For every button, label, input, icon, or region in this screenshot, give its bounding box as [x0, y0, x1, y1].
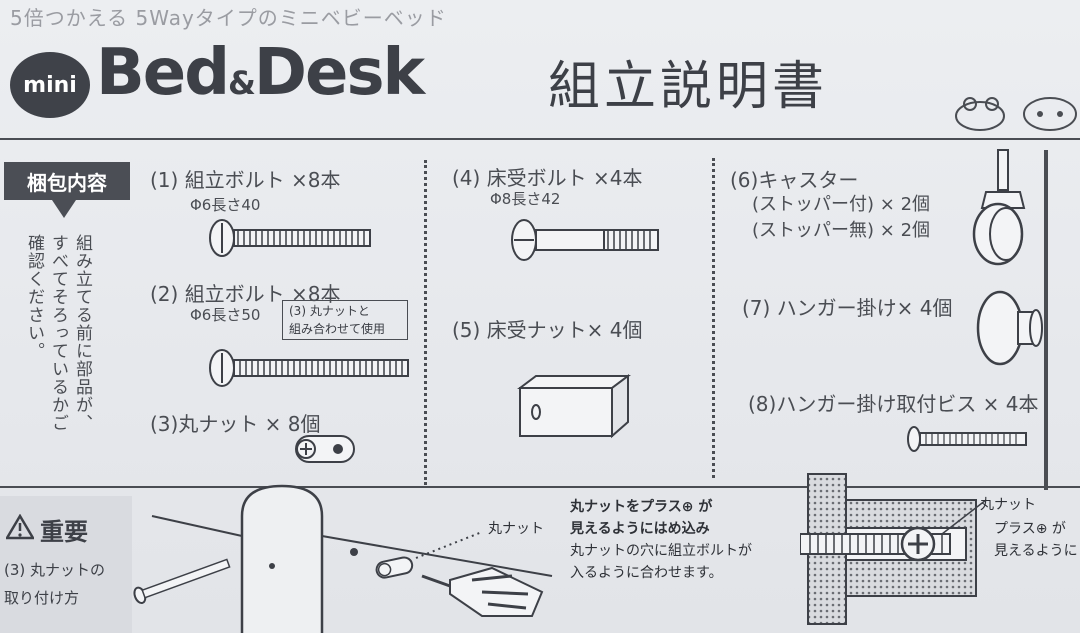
badge-tail — [52, 200, 76, 218]
logo-bed: Bed — [96, 36, 230, 110]
instr-line2: 見えるようにはめ込み — [570, 521, 710, 537]
assembly-illustration — [133, 484, 553, 633]
item-2-label: (2) 組立ボルト ×8本 — [150, 282, 341, 306]
item-1-label: (1) 組立ボルト ×8本 — [150, 168, 341, 192]
hanger-screw-icon — [907, 426, 1027, 452]
bolt-40-icon — [209, 219, 371, 257]
callout-nut: 丸ナット — [980, 497, 1036, 513]
header-rule — [0, 138, 1080, 140]
instr-line3: 丸ナットの穴に組立ボルトが — [570, 543, 752, 559]
item-6-sub1: (ストッパー付) × 2個 — [752, 194, 931, 215]
caster-icon — [972, 149, 1026, 266]
item-3-label: (3)丸ナット × 8個 — [150, 412, 321, 436]
page-title: 組立説明書 — [548, 57, 829, 117]
column-separator — [712, 158, 715, 478]
item-8-label: (8)ハンガー掛け取付ビス × 4本 — [748, 392, 1039, 416]
important-title: 重要 — [40, 518, 88, 546]
item-2-spec: Φ6長さ50 — [190, 306, 261, 324]
round-nut-icon — [295, 435, 355, 463]
callout-plus: プラス⊕ が — [994, 521, 1066, 537]
logo-bed-desk: Bed&Desk — [96, 36, 425, 110]
important-instructions: 丸ナットをプラス⊕ が 見えるようにはめ込み 丸ナットの穴に組立ボルトが 入るよ… — [570, 496, 752, 584]
item-1-spec: Φ6長さ40 — [190, 196, 261, 214]
callout-line — [941, 499, 987, 535]
item-6-sub2: (ストッパー無) × 2個 — [752, 220, 931, 241]
item-2-note-line1: (3) 丸ナットと — [289, 304, 370, 318]
item-2-note: (3) 丸ナットと組み合わせて使用 — [282, 300, 408, 340]
contents-note: 組み立てる前に部品が、すべてそろっているかご確認ください。 — [24, 234, 92, 432]
callout-visible: 見えるように — [994, 543, 1078, 559]
item-4-label: (4) 床受ボルト ×4本 — [452, 166, 643, 190]
item-4-spec: Φ8長さ42 — [490, 190, 561, 208]
instr-line1: 丸ナットをプラス⊕ が — [570, 499, 713, 515]
bolt-50-icon — [209, 349, 409, 387]
important-sub1: (3) 丸ナットの — [4, 561, 106, 579]
floor-nut-icon — [517, 374, 631, 439]
item-5-label: (5) 床受ナット× 4個 — [452, 318, 643, 342]
cross-section-diagram — [800, 473, 977, 625]
important-sub2: 取り付け方 — [4, 589, 80, 607]
hanger-hook-icon — [976, 290, 1043, 366]
logo-desk: Desk — [253, 36, 425, 110]
mascot-illustration — [955, 97, 1077, 131]
instr-line4: 入るように合わせます。 — [570, 565, 723, 581]
section-rule — [0, 486, 1080, 488]
item-7-label: (7) ハンガー掛け× 4個 — [742, 296, 953, 320]
tagline: 5倍つかえる 5Wayタイプのミニベビーベッド — [10, 6, 447, 30]
nut-label: 丸ナット — [488, 521, 544, 537]
important-subtitle: (3) 丸ナットの取り付け方 — [4, 556, 105, 612]
floor-bolt-icon — [511, 219, 659, 261]
item-6-label: (6)キャスター — [730, 168, 859, 192]
warning-icon — [6, 514, 34, 540]
right-border — [1044, 150, 1048, 490]
contents-badge: 梱包内容 — [4, 162, 130, 200]
logo-amp: & — [228, 64, 256, 102]
logo-mini: mini — [10, 52, 90, 118]
item-2-note-line2: 組み合わせて使用 — [289, 322, 386, 336]
column-separator — [424, 160, 427, 485]
